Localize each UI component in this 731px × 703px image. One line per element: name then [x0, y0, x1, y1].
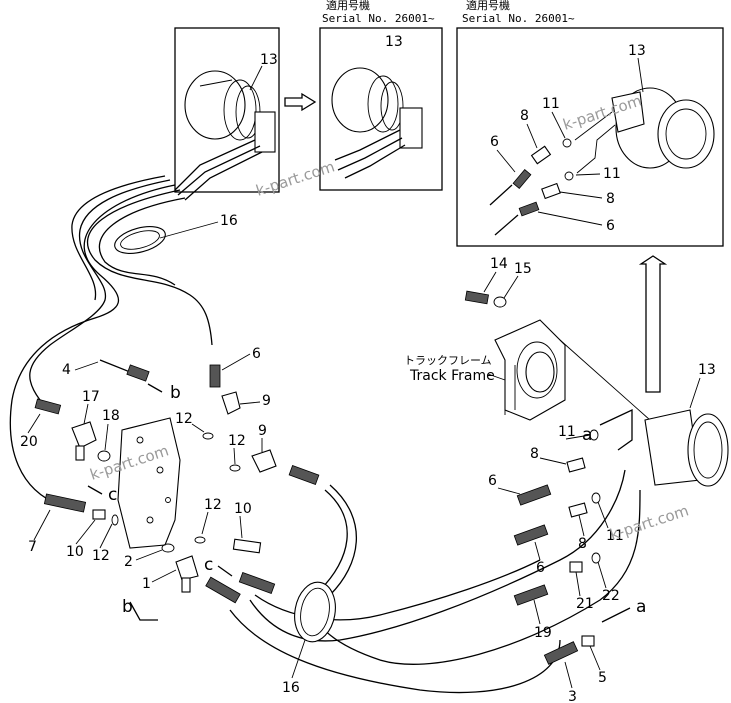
inset-right-part-11b: 11 [603, 166, 621, 182]
label-9-b: 9 [258, 423, 267, 439]
label-15: 15 [514, 261, 532, 277]
fittings [34, 290, 633, 665]
label-18: 18 [102, 408, 120, 424]
label-17: 17 [82, 389, 100, 405]
inset-left: 13 [174, 27, 280, 201]
inset-middle: 適用号機 Serial No. 26001~ 13 [319, 0, 443, 191]
label-3: 3 [568, 689, 577, 703]
inset-right-jp-title: 適用号機 [466, 0, 510, 12]
label-6-b: 6 [536, 560, 545, 576]
inset-right-part-6a: 6 [490, 134, 499, 150]
label-8-a: 8 [530, 446, 539, 462]
inset-right-serial: Serial No. 26001~ [462, 12, 575, 25]
transition-arrow [284, 92, 317, 112]
letter-b-bottom: b [122, 597, 133, 617]
inset-left-part-13: 13 [260, 52, 278, 68]
label-22: 22 [602, 588, 620, 604]
label-8-b: 8 [578, 536, 587, 552]
label-6-mid: 6 [252, 346, 261, 362]
label-11-a: 11 [558, 424, 576, 440]
main-labels: 16 4 b 6 9 12 12 9 17 18 20 c 7 10 12 12… [20, 213, 716, 703]
label-2: 2 [124, 554, 133, 570]
inset-right-part-13: 13 [628, 43, 646, 59]
letter-b-mid: b [170, 383, 181, 403]
inset-right: 適用号機 Serial No. 26001~ 13 11 8 6 11 8 6 [456, 0, 724, 247]
valve-block [117, 417, 181, 549]
label-1: 1 [142, 576, 151, 592]
label-10-b: 10 [234, 501, 252, 517]
main-motor [644, 409, 729, 487]
label-4: 4 [62, 362, 71, 378]
watermark: k-part.com [254, 157, 337, 199]
letter-a-top: a [582, 425, 592, 445]
label-19: 19 [534, 625, 552, 641]
inset-middle-serial: Serial No. 26001~ [322, 12, 435, 25]
letter-a-bottom: a [636, 597, 646, 617]
label-11-b: 11 [606, 528, 624, 544]
label-21: 21 [576, 596, 594, 612]
watermark: k-part.com [608, 501, 691, 543]
label-10-a: 10 [66, 544, 84, 560]
label-20: 20 [20, 434, 38, 450]
label-9-a: 9 [262, 393, 271, 409]
label-12-d: 12 [204, 497, 222, 513]
label-6-a: 6 [488, 473, 497, 489]
label-5: 5 [598, 670, 607, 686]
inset-middle-jp-title: 適用号機 [326, 0, 370, 12]
label-13-main: 13 [698, 362, 716, 378]
label-14: 14 [490, 256, 508, 272]
inset-right-part-6b: 6 [606, 218, 615, 234]
label-12-a: 12 [175, 411, 193, 427]
inset-right-part-8a: 8 [520, 108, 529, 124]
up-arrow [638, 255, 668, 393]
label-16-bottom: 16 [282, 680, 300, 696]
track-frame-jp: トラックフレーム [404, 354, 492, 367]
label-12-c: 12 [92, 548, 110, 564]
hose-routing [9, 175, 641, 694]
label-7: 7 [28, 539, 37, 555]
letter-c-left: c [108, 485, 117, 505]
label-16-top: 16 [220, 213, 238, 229]
label-12-b: 12 [228, 433, 246, 449]
inset-right-part-11a: 11 [542, 96, 560, 112]
inset-middle-part-13: 13 [385, 34, 403, 50]
track-frame [494, 319, 651, 421]
inset-right-part-8b: 8 [606, 191, 615, 207]
letter-c-mid: c [204, 555, 213, 575]
track-frame-en: Track Frame [409, 368, 495, 384]
